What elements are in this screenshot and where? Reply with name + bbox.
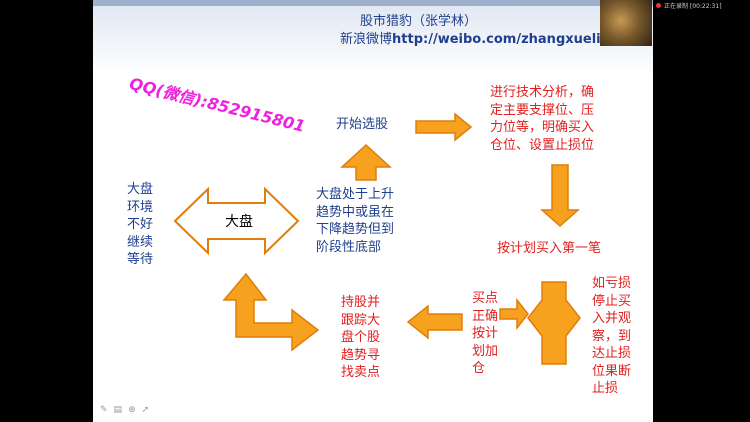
split-arrow: [527, 281, 581, 365]
step-add-position: 买点 正确 按计 划加 仓: [472, 291, 499, 376]
step-plan-buy: 按计划买入第一笔: [497, 241, 602, 256]
step-market-wait: 大盘 环境 不好 继续 等待: [127, 182, 154, 267]
recording-status: 正在录制 [00:22:31]: [664, 2, 722, 10]
webcam-thumbnail: [600, 0, 652, 46]
record-icon: [656, 2, 661, 8]
step-technical-analysis: 进行技术分析，确 定主要支撑位、压 力位等，明确买入 仓位、设置止损位: [490, 85, 595, 153]
market-double-arrow: [173, 186, 300, 256]
step-hold-track: 持股并 跟踪大 盘个股 趋势寻 找卖点: [341, 295, 381, 380]
slide-toolbar: ✎ ▤ ⊕ ➚: [100, 405, 149, 415]
zoom-icon[interactable]: ⊕: [128, 405, 136, 415]
pointer-icon[interactable]: ➚: [141, 405, 150, 415]
step-market-uptrend: 大盘处于上升 趋势中或虽在 下降趋势但到 阶段性底部: [316, 187, 395, 255]
arrow-up-to-start: [340, 143, 392, 181]
slides-icon[interactable]: ▤: [113, 405, 123, 415]
weibo-url: http://weibo.com/zhangxuelin: [392, 32, 610, 47]
pen-icon[interactable]: ✎: [100, 405, 108, 415]
arrow-left-to-hold: [406, 304, 463, 340]
weibo-label: 新浪微博: [340, 32, 393, 47]
arrow-left-to-add: [499, 297, 529, 331]
arrow-right-to-analysis: [415, 112, 473, 142]
step-stop-loss: 如亏损 停止买 入并观 察，到 达止损 位果断 止损: [592, 276, 632, 396]
header-band: [93, 0, 653, 6]
market-label: 大盘: [225, 214, 253, 230]
slide-title: 股市猎豹（张学林）: [360, 14, 478, 29]
step-start-select: 开始选股: [336, 117, 389, 132]
arrow-down-to-buy: [540, 164, 580, 228]
arrow-loop-back: [222, 272, 320, 352]
slide-subtitle: 新浪微博http://weibo.com/zhangxuelin: [340, 28, 610, 47]
recording-bar[interactable]: 正在录制 [00:22:31]: [656, 0, 750, 10]
